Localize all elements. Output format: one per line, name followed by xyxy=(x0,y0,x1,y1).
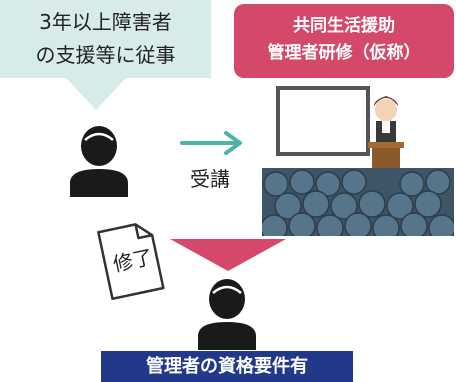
attend-arrow-icon xyxy=(180,131,242,155)
attend-label: 受講 xyxy=(190,167,230,191)
bubble-tail xyxy=(66,78,126,110)
requirement-line-2: の支援等に従事 xyxy=(35,43,176,67)
requirement-line-1: 3年以上障害者 xyxy=(39,10,172,34)
training-box: 共同生活援助 管理者研修（仮称） xyxy=(234,4,454,78)
down-arrow-icon xyxy=(170,239,286,271)
qualified-person-icon xyxy=(198,279,256,350)
training-line-1: 共同生活援助 xyxy=(293,16,395,36)
training-line-2: 管理者研修（仮称） xyxy=(267,43,421,63)
certificate-document-icon xyxy=(97,223,165,300)
requirement-bubble: 3年以上障害者 の支援等に従事 xyxy=(0,0,211,78)
lecture-illustration xyxy=(262,86,454,236)
qualification-banner: 管理者の資格要件有 xyxy=(101,351,353,382)
person-icon xyxy=(70,126,128,197)
